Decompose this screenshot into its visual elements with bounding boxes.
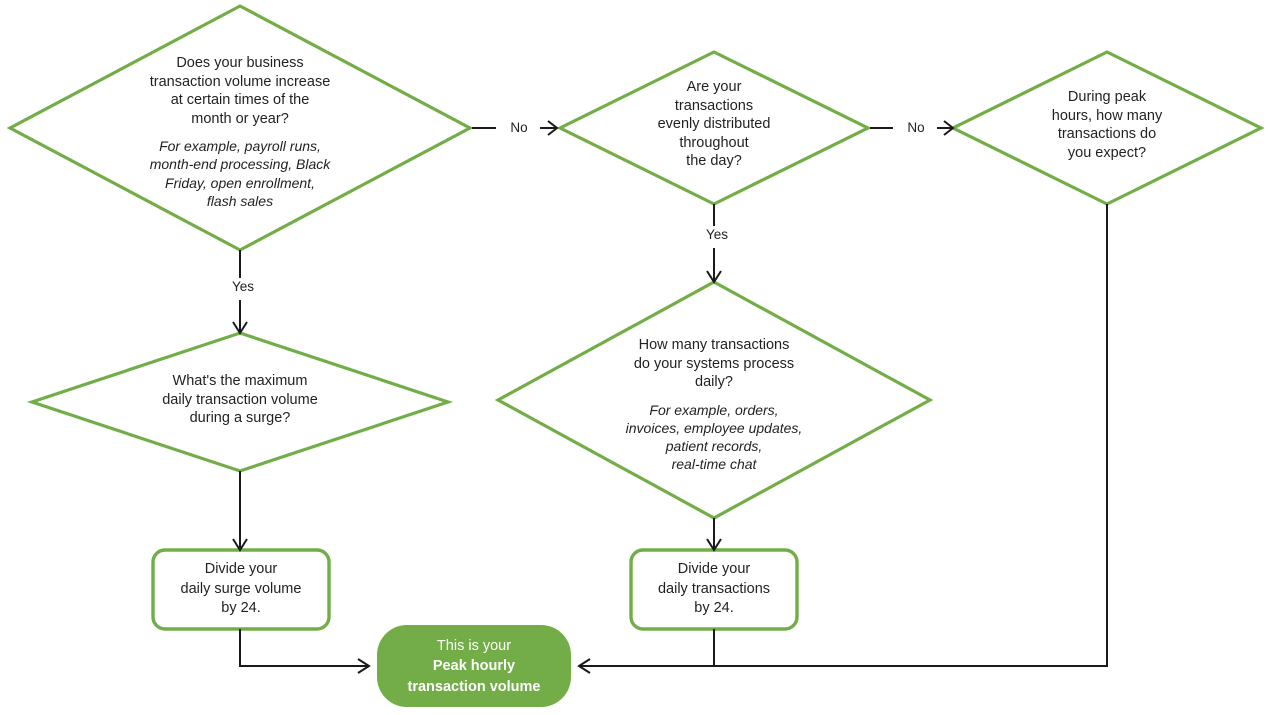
result-bold-1: Peak hourly <box>432 658 516 675</box>
edge-label-no-2: No <box>895 120 937 135</box>
diamond-q5[interactable] <box>494 280 934 520</box>
result-intro: This is your <box>436 638 512 654</box>
edge-label-yes-1: Yes <box>218 279 268 294</box>
edge-label-no-1: No <box>498 120 540 135</box>
diamond-q3[interactable] <box>949 50 1265 206</box>
edge-label-yes-2: Yes <box>692 227 742 242</box>
result-bold-2: transaction volume <box>407 678 541 695</box>
box-action-right-text: Divide your daily transactions by 24. <box>657 561 771 617</box>
edge-q2-yes-q5 <box>706 204 722 284</box>
box-action-left-text: Divide your daily surge volume by 24. <box>180 561 302 617</box>
diamond-q4[interactable] <box>26 331 454 473</box>
edge-q4-action-left <box>232 471 248 552</box>
diamond-q1[interactable] <box>6 4 474 252</box>
diamond-q2[interactable] <box>556 50 872 206</box>
edge-q5-action-right <box>706 518 722 552</box>
edge-q3-result <box>577 204 1108 674</box>
edge-q1-yes-q4 <box>232 250 248 335</box>
box-result-terminal[interactable] <box>377 625 571 707</box>
edge-action-left-result <box>239 629 371 674</box>
box-result-text: This is your Peak hourly transaction vol… <box>377 636 571 697</box>
